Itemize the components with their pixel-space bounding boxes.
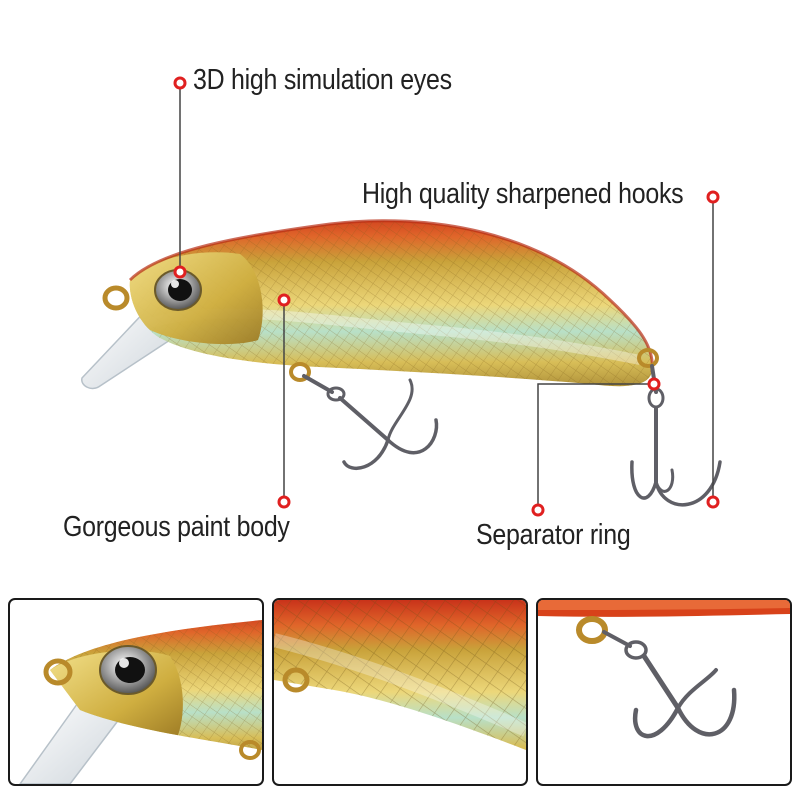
lure-body [129, 220, 653, 387]
lure-eye [154, 269, 202, 311]
marker-eye-point [173, 265, 187, 279]
callout-hooks: High quality sharpened hooks [362, 178, 684, 210]
callout-eyes: 3D high simulation eyes [193, 64, 452, 96]
callout-paint: Gorgeous paint body [63, 511, 290, 543]
marker-eyes-label [173, 76, 187, 90]
callout-markers [173, 76, 720, 517]
marker-hook-point [706, 495, 720, 509]
callout-lines [179, 83, 714, 510]
marker-hooks-label [706, 190, 720, 204]
detail-panel-hook [536, 598, 792, 786]
marker-ring-point [647, 377, 661, 391]
marker-ring-label [531, 503, 545, 517]
belly-treble-hook [302, 374, 439, 471]
belly-eyelet [289, 362, 311, 382]
line-tie-ring [102, 285, 130, 311]
hook-closeup [538, 600, 790, 739]
tail-eyelet [637, 348, 659, 368]
tail-treble-hook [630, 364, 722, 507]
callout-ring: Separator ring [476, 519, 631, 551]
body-closeup [274, 600, 526, 750]
detail-panel-body [272, 598, 528, 786]
head-closeup [19, 620, 262, 784]
lure-illustration [81, 76, 722, 517]
marker-paint-point [277, 293, 291, 307]
marker-paint-label [277, 495, 291, 509]
detail-panel-head [8, 598, 264, 786]
